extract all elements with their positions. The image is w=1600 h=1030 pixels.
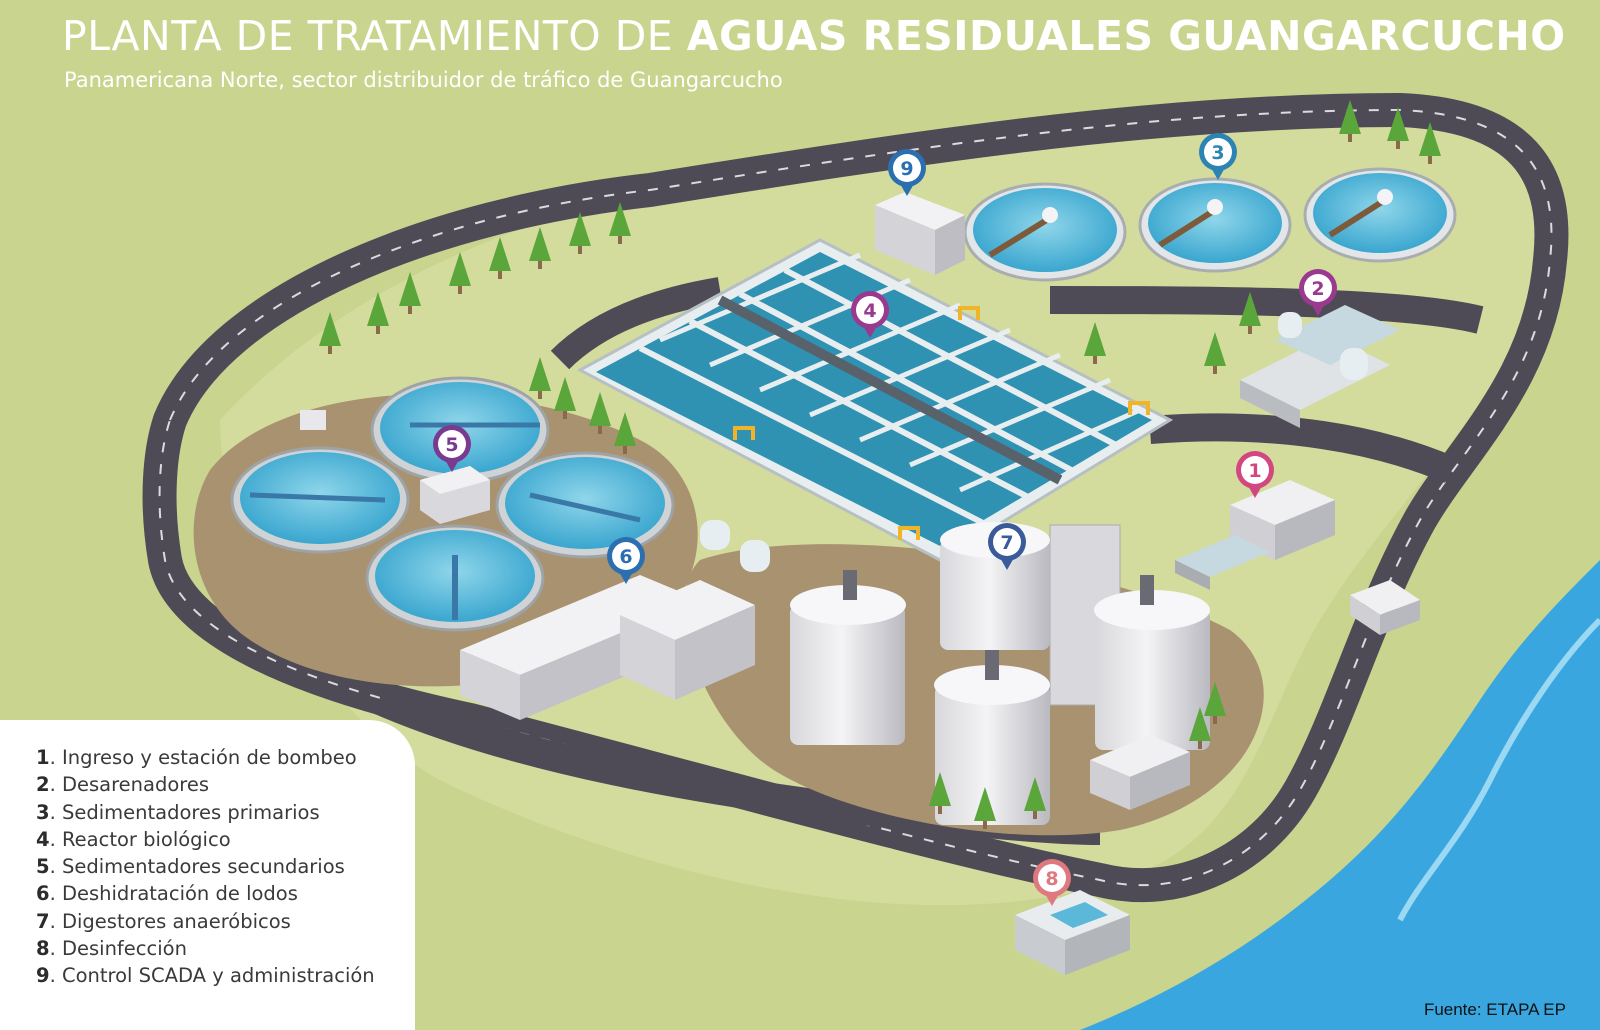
legend-text: . Digestores anaeróbicos [49,909,291,933]
tree-icon [1239,292,1261,334]
tree-icon [529,357,551,399]
marker-pin: 6 [607,537,645,584]
title-emphasis: AGUAS RESIDUALES GUANGARCUCHO [686,12,1566,60]
marker-pin: 7 [988,523,1026,570]
scada-building [875,192,965,275]
tree-icon [1084,322,1106,364]
legend-number: 3 [36,800,50,824]
page-subtitle: Panamericana Norte, sector distribuidor … [64,68,783,92]
legend-text: . Control SCADA y administración [49,964,375,988]
tree-icon [609,202,631,244]
legend-list: 1. Ingreso y estación de bombeo 2. Desar… [0,720,415,990]
legend-number: 5 [36,855,50,879]
grit-chambers [1240,305,1400,428]
legend-text: . Desarenadores [49,773,210,797]
anaerobic-digesters [790,522,1210,825]
tree-icon [399,272,421,314]
marker-pin: 8 [1033,859,1071,906]
legend-item: 3. Sedimentadores primarios [36,799,415,826]
legend-number: 1 [36,746,50,769]
marker-number: 6 [619,546,632,568]
marker-number: 8 [1045,868,1058,890]
biological-reactor [576,238,1174,562]
tree-icon [489,237,511,279]
legend-number: 9 [36,964,50,988]
marker-number: 3 [1211,142,1224,164]
legend-number: 7 [36,909,50,933]
legend-number: 6 [36,882,50,906]
page-title: PLANTA DE TRATAMIENTO DE AGUAS RESIDUALE… [62,12,1566,60]
legend-number: 8 [36,937,50,961]
marker-number: 4 [863,300,876,322]
tree-icon [1419,122,1441,164]
marker-number: 9 [900,158,913,180]
marker-number: 5 [445,434,458,456]
legend-number: 4 [36,827,50,851]
legend-item: 9. Control SCADA y administración [36,962,415,989]
marker-pin: 3 [1199,133,1237,180]
marker-pin: 5 [433,425,471,472]
legend-item: 2. Desarenadores [36,771,415,798]
tree-icon [974,787,996,829]
legend-item: 7. Digestores anaeróbicos [36,908,415,935]
tree-icon [367,292,389,334]
legend-item: 4. Reactor biológico [36,826,415,853]
legend-item: 8. Desinfección [36,935,415,962]
marker-number: 2 [1311,278,1324,300]
legend-text: . Deshidratación de lodos [49,882,298,906]
legend-text: . Reactor biológico [49,827,231,851]
title-prefix: PLANTA DE TRATAMIENTO DE [62,12,687,60]
tree-icon [319,312,341,354]
legend-text: . Desinfección [49,937,187,961]
marker-pin: 2 [1299,269,1337,316]
intake-station [1175,480,1335,590]
tree-icon [589,392,611,434]
source-credit: Fuente: ETAPA EP [1423,1000,1566,1019]
marker-pin: 4 [851,291,889,338]
location-markers: 1 2 3 4 5 6 7 8 9 [433,133,1337,906]
marker-number: 1 [1248,460,1261,482]
trees [319,100,1441,829]
tree-icon [1339,100,1361,142]
marker-number: 7 [1000,532,1013,554]
legend-panel: 1. Ingreso y estación de bombeo 2. Desar… [0,720,415,1030]
river [1080,560,1600,1030]
tree-icon [1204,332,1226,374]
tree-icon [1189,707,1211,749]
primary-clarifiers [963,167,1457,282]
legend-text: . Sedimentadores primarios [49,800,320,824]
tree-icon [1387,107,1409,149]
small-building-right [1350,580,1420,635]
marker-pin: 1 [1236,451,1274,498]
tree-icon [614,412,636,454]
tree-icon [1204,682,1226,724]
tree-icon [569,212,591,254]
disinfection-unit [1015,890,1130,975]
tree-icon [929,772,951,814]
tree-icon [1024,777,1046,819]
tree-icon [449,252,471,294]
marker-pin: 9 [888,149,926,196]
tree-icon [554,377,576,419]
legend-item: 5. Sedimentadores secundarios [36,853,415,880]
legend-item: 6. Deshidratación de lodos [36,880,415,907]
dewatering-building [460,520,770,720]
legend-text: . Sedimentadores secundarios [49,855,345,879]
tree-icon [529,227,551,269]
legend-text: . Ingreso y estación de bombeo [49,746,357,769]
legend-item: 1. Ingreso y estación de bombeo [36,744,415,771]
legend-number: 2 [36,773,50,797]
